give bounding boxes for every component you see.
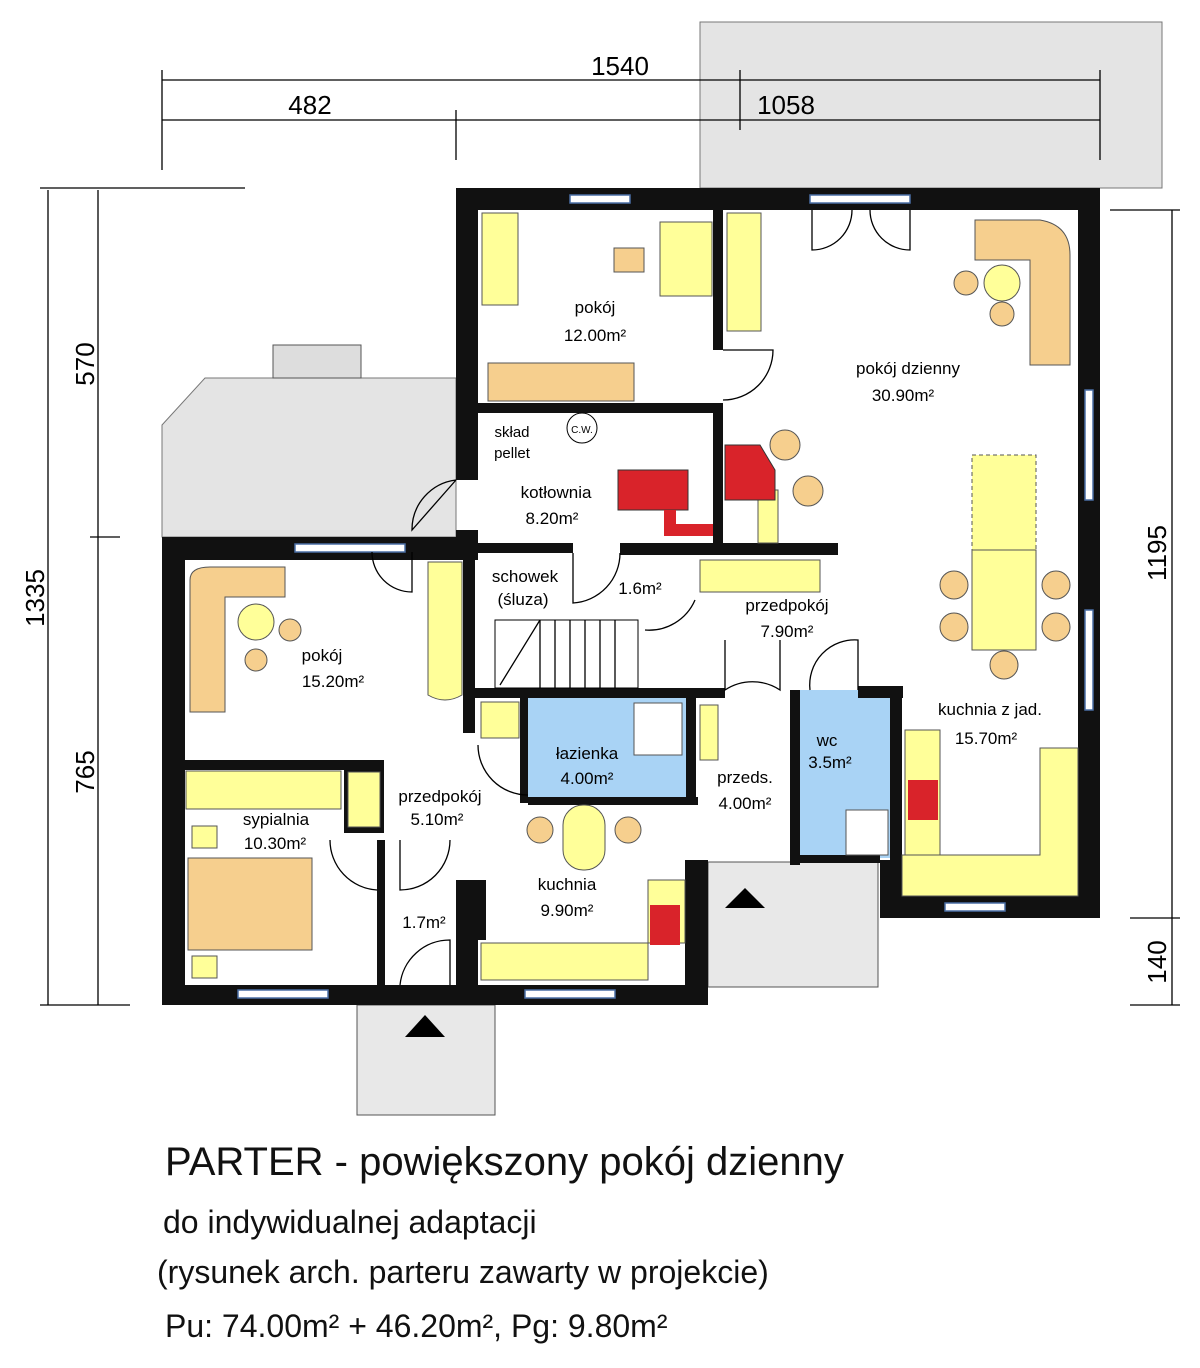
room-name: pokój dzienny xyxy=(856,359,960,378)
room-area: 15.70m² xyxy=(955,729,1018,748)
dim-right-width: 1058 xyxy=(757,90,815,120)
room-name: łazienka xyxy=(556,744,619,763)
room-name: schowek xyxy=(492,567,559,586)
room-name: przedpokój xyxy=(398,787,481,806)
dim-total-width: 1540 xyxy=(591,51,649,81)
room-area: 4.00m² xyxy=(719,794,772,813)
room-area: 1.6m² xyxy=(618,579,662,598)
terrace-left xyxy=(161,377,457,538)
doors xyxy=(329,209,911,986)
room-name: kuchnia z jad. xyxy=(938,700,1042,719)
plan-subtitle: do indywidualnej adaptacji xyxy=(163,1204,537,1240)
room-area: 7.90m² xyxy=(761,622,814,641)
room-area: 3.5m² xyxy=(808,753,852,772)
room-name: sypialnia xyxy=(243,810,310,829)
room-area: pellet xyxy=(494,445,531,462)
plan-title: PARTER - powiększony pokój dzienny xyxy=(165,1140,844,1184)
room-area: 9.90m² xyxy=(541,901,594,920)
entrance-arrow-icon xyxy=(405,1015,445,1037)
dim-left-width: 482 xyxy=(288,90,331,120)
room-name: pokój xyxy=(302,646,343,665)
room-name: pokój xyxy=(575,298,616,317)
room-area: 15.20m² xyxy=(302,672,365,691)
room-area: (śluza) xyxy=(497,590,548,609)
dim-lower-depth: 765 xyxy=(70,750,100,793)
room-area: 4.00m² xyxy=(561,769,614,788)
room-area: 10.30m² xyxy=(244,834,307,853)
boiler-label: C.W. xyxy=(571,425,593,436)
room-area: 1.7m² xyxy=(402,913,446,932)
dim-right-offset: 140 xyxy=(1142,940,1172,983)
entrance-steps-right xyxy=(707,861,879,988)
grill xyxy=(272,344,362,379)
windows xyxy=(237,194,1094,999)
room-name: kotłownia xyxy=(521,483,592,502)
plan-areas: Pu: 74.00m² + 46.20m², Pg: 9.80m² xyxy=(165,1308,668,1344)
room-labels: pokój 12.00m² pokój dzienny 30.90m² skła… xyxy=(243,298,1042,932)
walls xyxy=(162,188,1100,1005)
room-area: 30.90m² xyxy=(872,386,935,405)
room-area: 8.20m² xyxy=(526,509,579,528)
room-area: 12.00m² xyxy=(564,326,627,345)
room-name: przedpokój xyxy=(745,596,828,615)
room-area: 5.10m² xyxy=(411,810,464,829)
dimension-lines xyxy=(40,70,1180,1006)
terrace-top-right xyxy=(699,21,1163,189)
dim-total-depth: 1335 xyxy=(20,569,50,627)
dim-right-depth: 1195 xyxy=(1142,525,1172,581)
entrance-arrow-icon xyxy=(725,888,765,908)
plan-note: (rysunek arch. parteru zawarty w projekc… xyxy=(157,1254,769,1290)
room-name: wc xyxy=(816,731,838,750)
stairs xyxy=(494,619,639,689)
furniture: C.W. xyxy=(185,212,1079,981)
room-name: przeds. xyxy=(717,768,773,787)
room-name: kuchnia xyxy=(538,875,597,894)
room-name: skład xyxy=(494,424,529,441)
dim-upper-depth: 570 xyxy=(70,342,100,385)
